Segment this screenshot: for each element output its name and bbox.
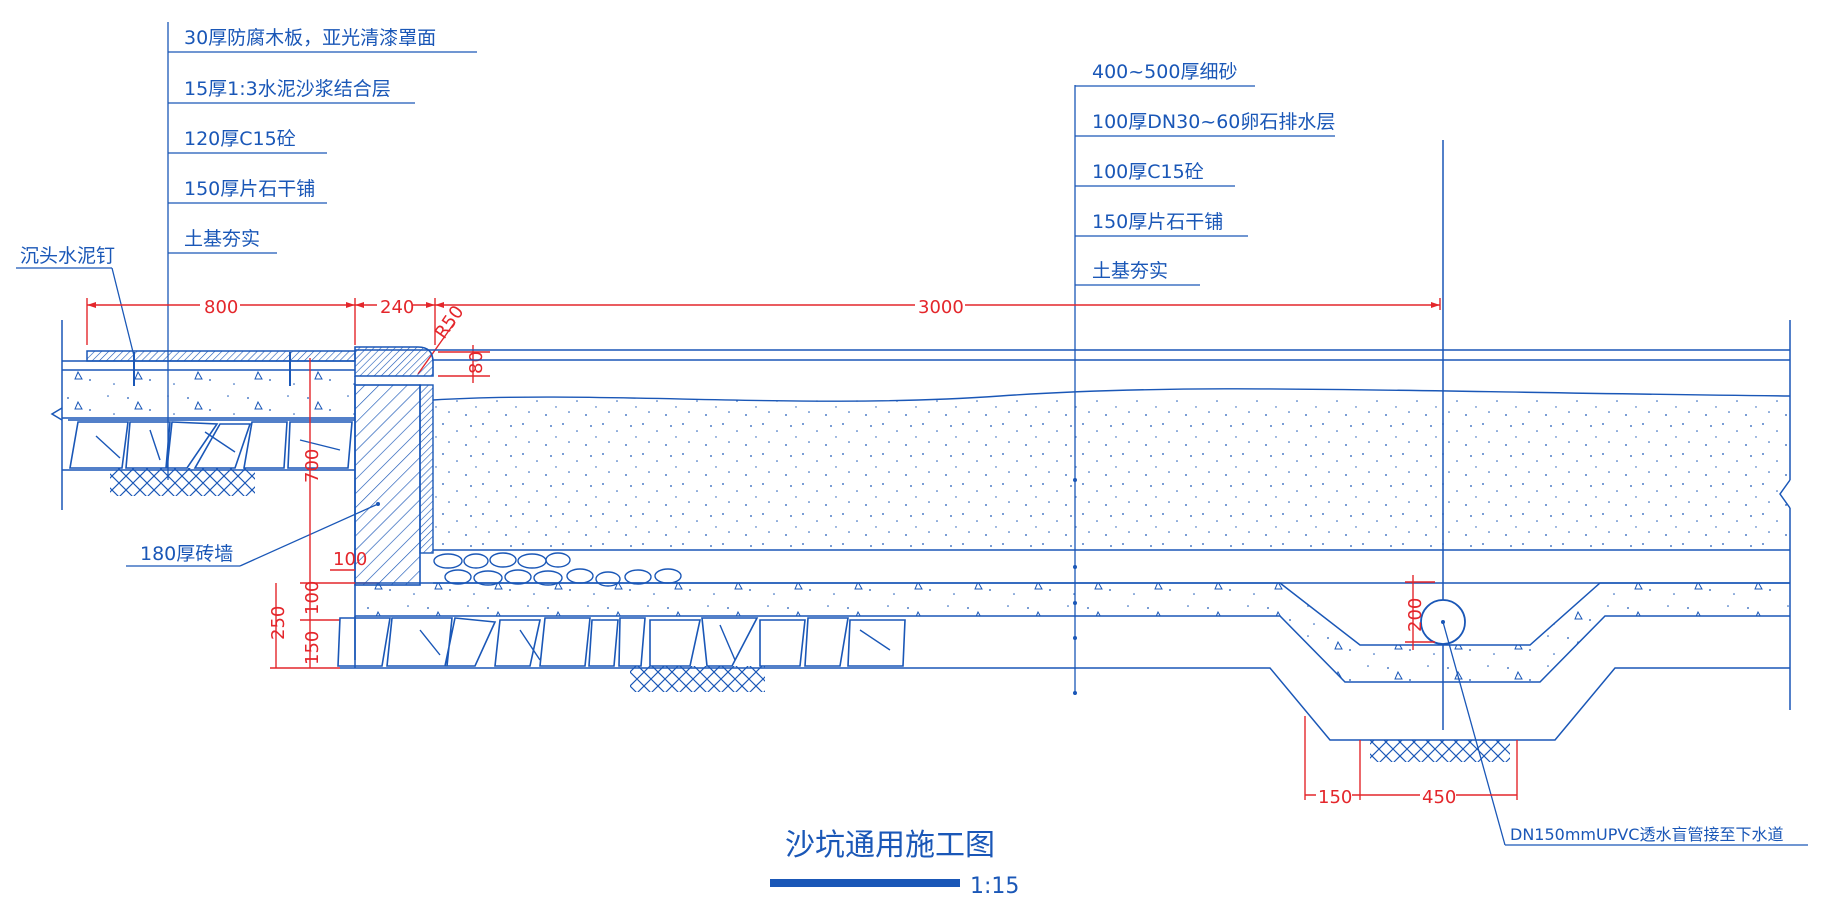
left-label-4: 150厚片石干铺 (184, 178, 315, 200)
pebble-layer (433, 552, 682, 587)
right-label-2: 100厚DN30~60卵石排水层 (1092, 111, 1335, 133)
drawing-scale: 1:15 (970, 874, 1019, 899)
base-layers (337, 582, 1790, 762)
dim-800: 800 (204, 297, 238, 318)
top-dimensions: 800 240 3000 R50 80 (86, 293, 1441, 383)
nail-callout: 沉头水泥钉 (16, 245, 135, 357)
dim-200: 200 (1405, 598, 1426, 632)
bottom-dimensions: 150 450 (1304, 716, 1518, 808)
dim-450: 450 (1422, 787, 1456, 808)
drain-pipe: 200 DN150mmUPVC透水盲管接至下水道 (1405, 140, 1808, 846)
dim-240: 240 (380, 297, 414, 318)
left-label-5: 土基夯实 (184, 228, 260, 250)
dim-250: 250 (268, 606, 289, 640)
left-label-3: 120厚C15砼 (184, 128, 296, 150)
right-label-5: 土基夯实 (1092, 260, 1168, 282)
dim-700: 700 (302, 449, 323, 483)
right-layer-labels: 400~500厚细砂 100厚DN30~60卵石排水层 100厚C15砼 150… (1073, 61, 1335, 695)
pipe-label: DN150mmUPVC透水盲管接至下水道 (1510, 825, 1783, 844)
title-block: 沙坑通用施工图 1:15 (770, 828, 1019, 899)
dim-3000: 3000 (918, 297, 964, 318)
left-label-2: 15厚1:3水泥沙浆结合层 (184, 78, 391, 100)
brick-wall-label: 180厚砖墙 (140, 543, 233, 565)
left-deck-section (50, 320, 356, 510)
brick-wall: 180厚砖墙 (126, 346, 434, 660)
sand-pit (355, 320, 1791, 710)
dim-150-left: 150 (302, 631, 323, 665)
right-label-3: 100厚C15砼 (1092, 161, 1204, 183)
nail-label: 沉头水泥钉 (20, 245, 115, 267)
left-layer-labels: 30厚防腐木板，亚光清漆罩面 15厚1:3水泥沙浆结合层 120厚C15砼 15… (167, 22, 477, 480)
dim-150-bottom: 150 (1318, 787, 1352, 808)
left-vertical-dimensions: 700 100 250 100 150 (268, 358, 380, 669)
left-label-1: 30厚防腐木板，亚光清漆罩面 (184, 27, 436, 49)
right-label-1: 400~500厚细砂 (1092, 61, 1237, 83)
dim-r50: R50 (431, 302, 469, 343)
dim-100-left: 100 (302, 581, 323, 615)
dim-80: 80 (466, 351, 487, 374)
drawing-title: 沙坑通用施工图 (785, 828, 995, 863)
right-label-4: 150厚片石干铺 (1092, 211, 1223, 233)
dim-100-wall: 100 (333, 549, 367, 570)
